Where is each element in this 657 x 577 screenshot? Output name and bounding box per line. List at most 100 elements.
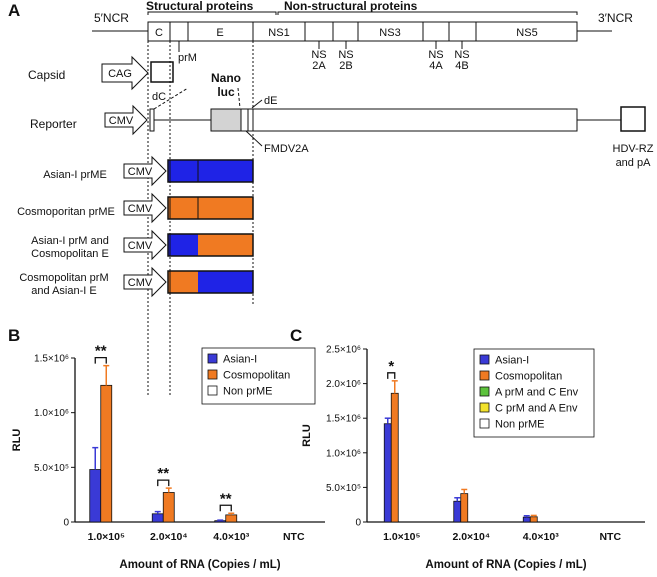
construct-asian-i-prme: Asian-I prME CMV <box>43 155 254 187</box>
cmv-label: CMV <box>128 203 153 215</box>
y-tick-label: 0 <box>355 518 361 529</box>
significance-bracket <box>219 504 232 512</box>
segment-label-line: 4B <box>455 60 468 72</box>
x-axis-label: Amount of RNA (Copies / mL) <box>425 559 586 571</box>
cmv-promoter-arrow <box>104 104 148 136</box>
structural-bracket <box>147 11 277 15</box>
panel-a: A 5′NCR 3′NCR Structural proteins Non-st… <box>8 0 654 395</box>
bar <box>529 516 538 523</box>
x-tick-label: 1.0×10⁵ <box>383 531 420 543</box>
construct-label: Cosmopolitan prM <box>19 272 108 284</box>
nonstructural-bracket <box>277 11 578 15</box>
construct-label: Asian-I prME <box>43 169 107 181</box>
bar <box>89 469 102 523</box>
legend-entry: Asian-I <box>223 354 257 366</box>
cmv-promoter-arrow <box>123 155 167 187</box>
construct-label: Cosmoporitan prME <box>17 206 115 218</box>
legend-swatch <box>479 402 490 413</box>
cmv-label: CMV <box>109 115 134 127</box>
y-axis-label: RLU <box>11 429 23 452</box>
x-tick-label: 4.0×10³ <box>213 531 249 543</box>
dc-box <box>149 108 155 132</box>
prme-insert <box>167 196 254 220</box>
legend-entry: C prM and A Env <box>495 403 578 415</box>
significance-marker: ** <box>95 343 107 360</box>
cmv-label: CMV <box>128 166 153 178</box>
legend-entry: A prM and C Env <box>495 387 579 399</box>
prme-insert <box>167 159 254 183</box>
structural-proteins-label: Structural proteins <box>146 0 254 13</box>
x-tick-label: NTC <box>283 531 305 543</box>
bar <box>522 516 531 523</box>
x-tick-label: 2.0×10⁴ <box>150 531 188 543</box>
bar <box>100 384 113 523</box>
nonstructural-proteins-label: Non-structural proteins <box>284 0 418 13</box>
panel-b-label: B <box>8 326 20 345</box>
significance-marker: * <box>388 358 394 375</box>
e-insert <box>198 271 253 293</box>
y-tick-label: 5.0×10⁵ <box>326 483 361 494</box>
y-tick-label: 2.5×10⁶ <box>326 345 361 356</box>
hdv-rz-box <box>620 106 646 132</box>
x-tick-label: NTC <box>599 531 621 543</box>
legend-entry: Cosmopolitan <box>223 370 290 382</box>
de-label: dE <box>264 95 277 107</box>
bar <box>225 514 238 523</box>
legend-swatch <box>479 386 490 397</box>
panel-c-label: C <box>290 326 302 345</box>
cmv-promoter-arrow <box>123 229 167 261</box>
significance-bracket <box>94 357 107 364</box>
legend-entry: Non prME <box>495 419 545 431</box>
segment-label-line: NS <box>454 49 469 61</box>
legend-entry: Non prME <box>223 386 273 398</box>
cmv-promoter-arrow <box>123 192 167 224</box>
dc-label: dC <box>152 91 166 103</box>
de-callout <box>251 99 263 109</box>
cmv-promoter-arrow <box>123 266 167 298</box>
segment-e: E <box>216 27 223 39</box>
nanoluc-label-line2: luc <box>217 85 235 99</box>
x-tick-label: 4.0×10³ <box>523 531 559 543</box>
chart-c: 05.0×10⁵1.0×10⁶1.5×10⁶2.0×10⁶2.5×10⁶RLUA… <box>301 345 645 571</box>
segment-label-line: NS <box>428 49 443 61</box>
prm-insert <box>168 234 198 256</box>
capsid-box <box>150 61 174 83</box>
segment-c: C <box>155 27 163 39</box>
legend-box <box>473 348 595 438</box>
cag-promoter-arrow <box>101 55 149 91</box>
legend-box <box>201 347 316 405</box>
guide-dashed <box>237 87 241 109</box>
construct-cosmopolitan-prme: Cosmoporitan prME CMV <box>17 192 254 224</box>
segment-label-line: NS <box>338 49 353 61</box>
insert-outline <box>167 270 254 294</box>
significance-marker: ** <box>157 465 169 482</box>
segment-ns5: NS5 <box>516 27 537 39</box>
prm-insert <box>168 271 198 293</box>
segment-ns1: NS1 <box>268 27 289 39</box>
bar <box>390 392 399 523</box>
significance-marker: ** <box>220 490 232 507</box>
legend-swatch <box>479 418 490 429</box>
segment-label-line: 2B <box>339 60 352 72</box>
nanoluc-box <box>210 108 242 132</box>
segment-ns3: NS3 <box>379 27 400 39</box>
segment-label-line: 4A <box>429 60 443 72</box>
legend-entry: Asian-I <box>495 355 529 367</box>
ncr3-label: 3′NCR <box>598 11 633 25</box>
legend-swatch <box>479 354 490 365</box>
significance-bracket <box>387 372 396 379</box>
construct-asian-prm-cosmo-e: Asian-I prM and Cosmopolitan E CMV <box>31 229 254 261</box>
legend-swatch <box>207 353 218 364</box>
cmv-label: CMV <box>128 240 153 252</box>
genome-box <box>147 21 578 42</box>
nanoluc-label-line1: Nano <box>211 71 241 85</box>
bar <box>151 513 164 523</box>
reporter-ns-box <box>247 108 578 132</box>
